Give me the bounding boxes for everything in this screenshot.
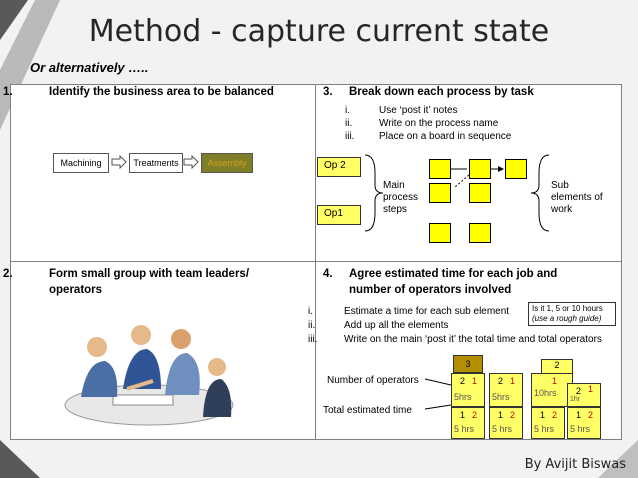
arrow-right-icon xyxy=(183,155,199,169)
q4-step: iii.Write on the main ‘post it’ the tota… xyxy=(308,334,602,345)
q2-heading-line1: Form small group with team leaders/ xyxy=(49,268,250,280)
divider-vertical xyxy=(315,85,316,439)
q3-step: ii.Write on the process name xyxy=(345,118,499,129)
sub-element-note xyxy=(469,159,491,179)
hint-line1: Is it 1, 5 or 10 hours xyxy=(532,304,603,313)
arrow-right-icon xyxy=(111,155,127,169)
q1-heading: Identify the business area to be balance… xyxy=(49,86,274,98)
sub-element-note xyxy=(429,183,451,203)
page-title: Method - capture current state xyxy=(88,14,550,49)
q3-step: i.Use ‘post it’ notes xyxy=(345,105,458,116)
sub-elements-label: Sub elements of work xyxy=(551,180,603,215)
operators-label: Number of operators xyxy=(327,375,419,386)
sub-element-arrows xyxy=(451,157,539,188)
pointer-arrows xyxy=(424,378,452,410)
author-byline: By Avijit Biswas xyxy=(524,457,626,472)
q2-heading-line2: operators xyxy=(49,284,103,296)
op1-note: Op1 xyxy=(317,205,361,225)
main-process-label: Main process steps xyxy=(383,180,419,215)
top-note: 3 xyxy=(453,355,483,373)
q4-step: ii.Add up all the elements xyxy=(308,320,449,331)
hint-line2: (use a rough guide) xyxy=(532,314,602,323)
q1-number: 1. xyxy=(3,86,13,98)
q4-heading-line1: Agree estimated time for each job and xyxy=(349,268,558,280)
divider-horizontal xyxy=(11,261,621,262)
rough-guide-hint: Is it 1, 5 or 10 hours (use a rough guid… xyxy=(528,302,616,326)
q4-number: 4. xyxy=(323,268,333,280)
team-meeting-illustration xyxy=(64,325,234,426)
flow-assembly: Assembly xyxy=(201,153,253,173)
brace-icon xyxy=(530,154,550,232)
brace-icon xyxy=(364,154,384,232)
q4-heading-line2: number of operators involved xyxy=(349,284,512,296)
q3-number: 3. xyxy=(323,86,333,98)
flow-treatments: Treatments xyxy=(129,153,183,173)
sub-element-note xyxy=(429,159,451,179)
sub-element-note xyxy=(469,223,491,243)
q3-heading: Break down each process by task xyxy=(349,86,534,98)
flow-machining: Machining xyxy=(53,153,109,173)
method-grid: 1. Identify the business area to be bala… xyxy=(3,84,622,440)
estimated-time-label: Total estimated time xyxy=(323,405,412,416)
subtitle: Or alternatively ….. xyxy=(30,60,149,75)
sub-element-note xyxy=(429,223,451,243)
q3-step: iii.Place on a board in sequence xyxy=(345,131,512,142)
sub-element-note xyxy=(469,183,491,203)
q2-number: 2. xyxy=(3,268,13,280)
q4-step: i.Estimate a time for each sub element xyxy=(308,306,510,317)
op2-note: Op 2 xyxy=(317,157,361,177)
